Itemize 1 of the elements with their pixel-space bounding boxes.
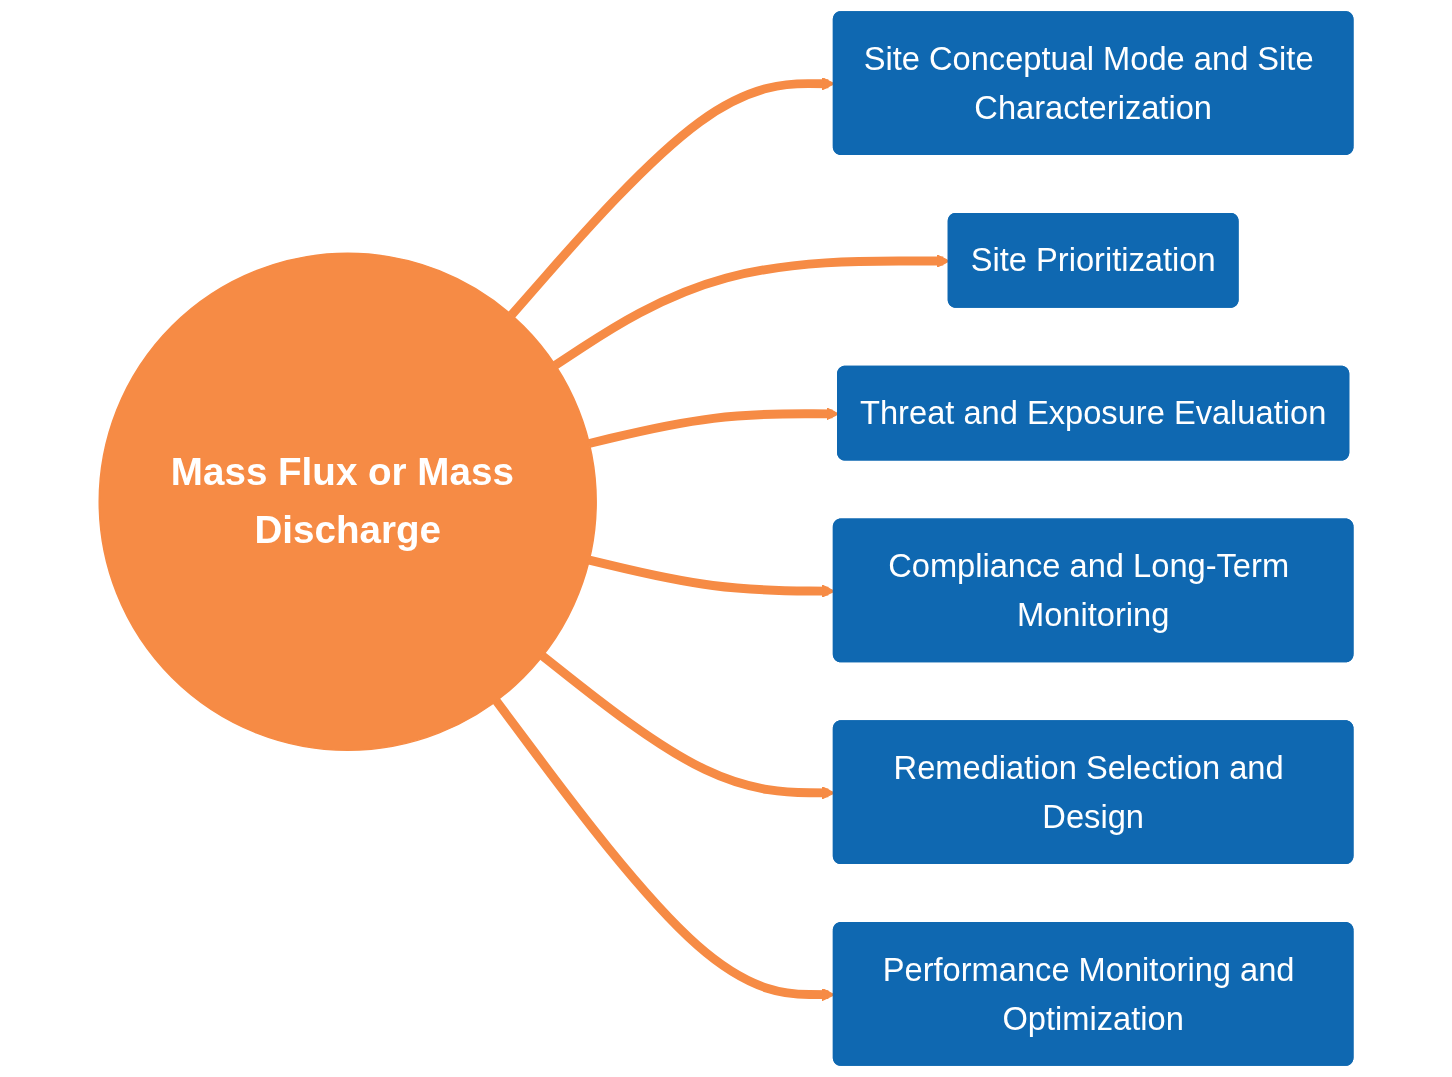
node-circle: Mass Flux or Mass Discharge bbox=[98, 252, 597, 751]
